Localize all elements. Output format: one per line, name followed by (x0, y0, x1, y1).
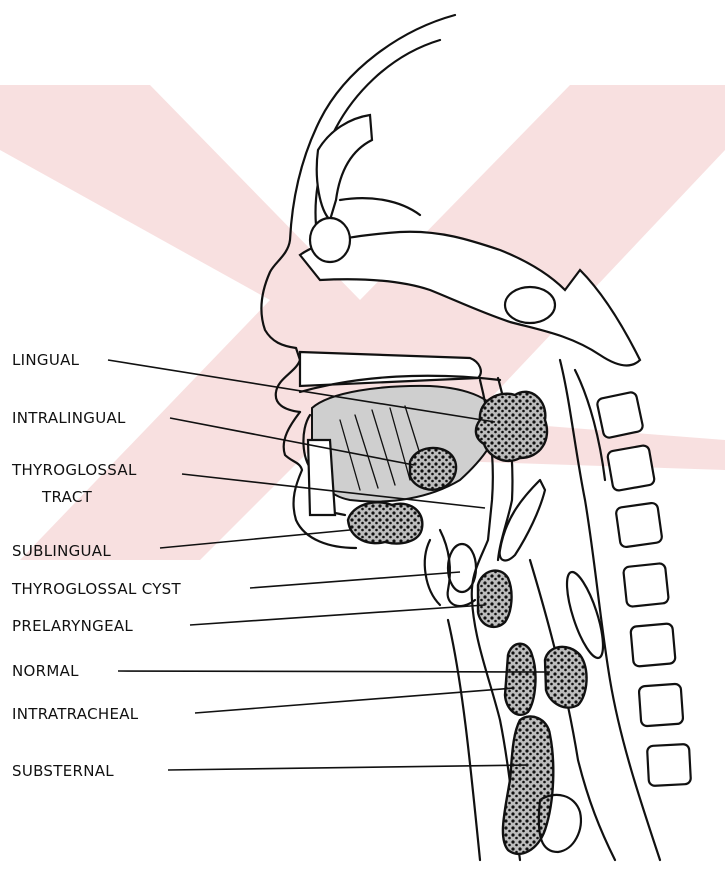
label-sublingual: SUBLINGUAL (12, 542, 111, 560)
lingual-thyroid-mass (476, 392, 547, 461)
intralingual-thyroid-mass (410, 448, 456, 490)
label-intralingual: INTRALINGUAL (12, 409, 126, 427)
label-thyroglossal-tract-line2: TRACT (41, 488, 93, 506)
label-substernal: SUBSTERNAL (12, 762, 114, 780)
label-prelaryngeal: PRELARYNGEAL (12, 617, 133, 635)
label-normal: NORMAL (12, 662, 79, 680)
label-lingual: LINGUAL (12, 351, 80, 369)
label-thyroglossal-cyst: THYROGLOSSAL CYST (11, 580, 181, 598)
label-intratracheal: INTRATRACHEAL (12, 705, 139, 723)
intratracheal-thyroid-mass (505, 644, 535, 715)
tongue (312, 386, 500, 502)
substernal-thyroid-mass (503, 716, 553, 853)
label-thyroglossal-tract: THYROGLOSSAL (11, 461, 137, 479)
leader-normal (118, 671, 550, 672)
leader-intratracheal (195, 688, 514, 713)
thyroglossal-cyst-shape (448, 544, 476, 592)
leader-prelaryngeal (190, 605, 485, 625)
diagram-labels: LINGUAL INTRALINGUAL THYROGLOSSAL TRACT … (11, 351, 181, 780)
prelaryngeal-thyroid-mass (478, 571, 512, 627)
normal-thyroid-mass (545, 647, 587, 708)
sublingual-thyroid-mass (348, 502, 422, 543)
leader-substernal (168, 765, 528, 770)
